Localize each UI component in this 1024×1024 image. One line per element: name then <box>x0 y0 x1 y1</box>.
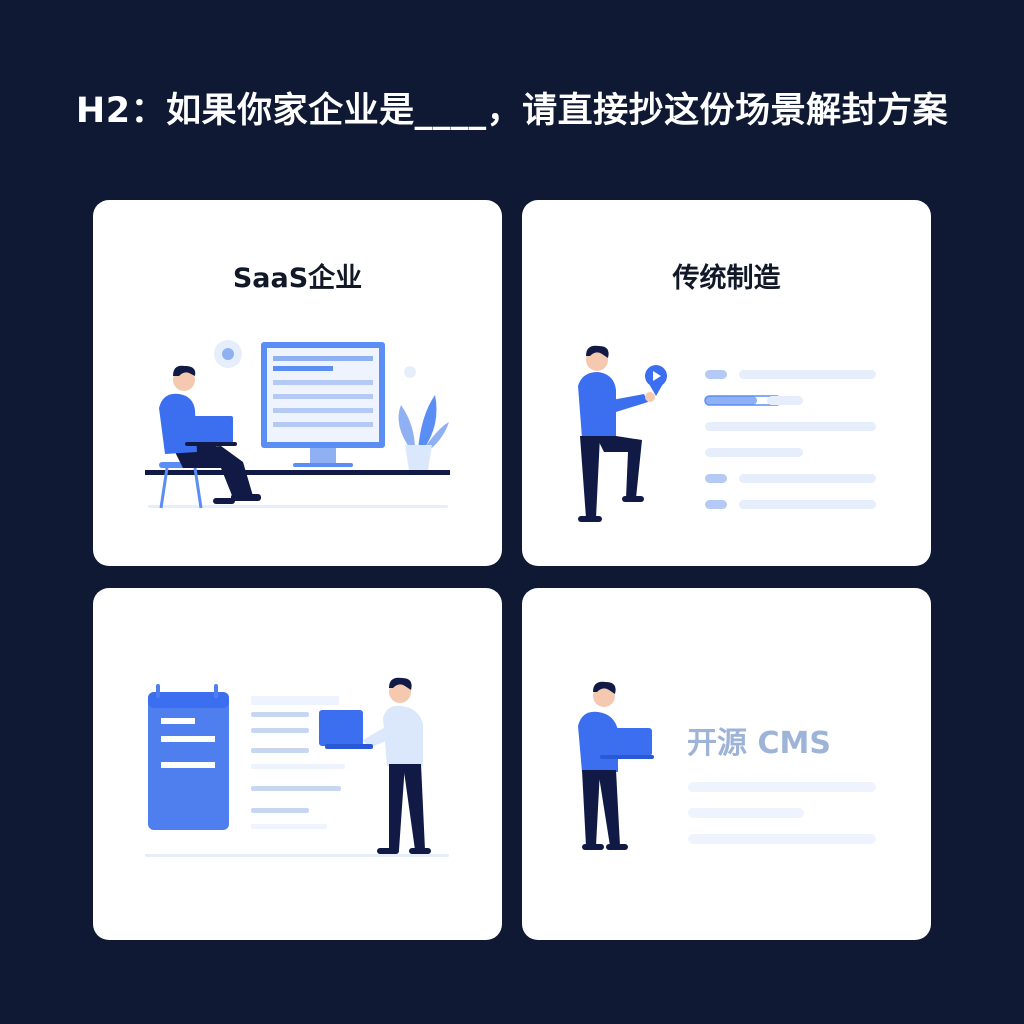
person-laptop-document-illustration <box>145 677 449 857</box>
card-manufacturing[interactable]: 传统制造 <box>522 200 931 566</box>
card-label-cms: 开源 CMS <box>687 726 831 761</box>
card-document[interactable] <box>93 588 502 940</box>
page-headline: H2：如果你家企业是____，请直接抄这份场景解封方案 <box>75 91 949 131</box>
person-pointing-list-illustration <box>578 345 876 522</box>
person-laptop-monitor-illustration <box>145 340 450 509</box>
card-cms[interactable]: 开源 CMS <box>522 588 931 940</box>
card-title-manufacturing: 传统制造 <box>672 263 781 294</box>
card-title-saas: SaaS企业 <box>232 263 363 294</box>
person-laptop-cms-illustration <box>578 681 876 850</box>
card-saas[interactable]: SaaS企业 <box>93 200 502 566</box>
